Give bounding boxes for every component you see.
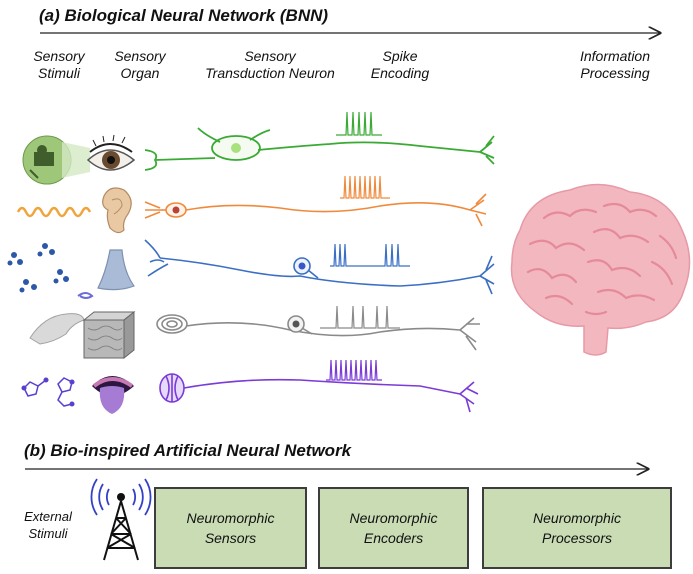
row-vision bbox=[22, 111, 495, 185]
row-taste bbox=[21, 359, 479, 414]
touch-nucleus bbox=[292, 320, 300, 328]
smell-nucleus bbox=[298, 262, 306, 270]
stage-label-spike-encoding: Spike Encoding bbox=[370, 48, 430, 81]
hand-icon bbox=[29, 313, 85, 345]
touch-spikes bbox=[320, 305, 400, 329]
row-touch bbox=[29, 305, 480, 360]
nose-icon bbox=[97, 249, 135, 291]
vision-neuron bbox=[144, 127, 495, 171]
vision-nucleus bbox=[231, 143, 241, 153]
stage-label-sensory-stimuli: Sensory Stimuli bbox=[33, 48, 85, 81]
taste-neuron bbox=[159, 373, 479, 413]
smell-spikes bbox=[330, 243, 410, 267]
mouth-tongue-icon bbox=[92, 376, 134, 414]
brain-icon bbox=[510, 183, 691, 356]
vision-spikes bbox=[336, 111, 382, 136]
row-smell bbox=[7, 239, 495, 299]
external-stimuli-label: External Stimuli bbox=[24, 509, 72, 541]
neuromorphic-processors-box: Neuromorphic Processors bbox=[482, 487, 672, 569]
taste-molecules-icon bbox=[21, 377, 75, 407]
camera-lens-icon bbox=[22, 135, 90, 185]
neuromorphic-sensors-box: Neuromorphic Sensors bbox=[154, 487, 307, 569]
eye-icon bbox=[86, 134, 136, 171]
smell-neuron bbox=[144, 239, 495, 295]
molecules-icon bbox=[7, 243, 94, 299]
stage-label-information-processing: Information Processing bbox=[579, 48, 651, 81]
hearing-neuron bbox=[144, 193, 487, 227]
neuromorphic-encoders-box: Neuromorphic Encoders bbox=[318, 487, 469, 569]
antenna-tower-icon bbox=[90, 478, 152, 561]
ear-icon bbox=[102, 187, 132, 234]
stage-label-sensory-organ: Sensory Organ bbox=[114, 48, 166, 81]
hearing-nucleus bbox=[172, 206, 180, 214]
sound-wave-icon bbox=[16, 206, 92, 218]
row-hearing bbox=[16, 175, 487, 234]
section-b-title: (b) Bio-inspired Artificial Neural Netwo… bbox=[24, 441, 352, 460]
touch-neuron bbox=[156, 314, 480, 351]
skin-block-icon bbox=[82, 310, 136, 360]
section-a-title: (a) Biological Neural Network (BNN) bbox=[39, 6, 329, 25]
hearing-spikes bbox=[340, 175, 390, 199]
taste-spikes bbox=[326, 359, 382, 381]
stage-label-transduction-neuron: Sensory Transduction Neuron bbox=[205, 48, 335, 81]
